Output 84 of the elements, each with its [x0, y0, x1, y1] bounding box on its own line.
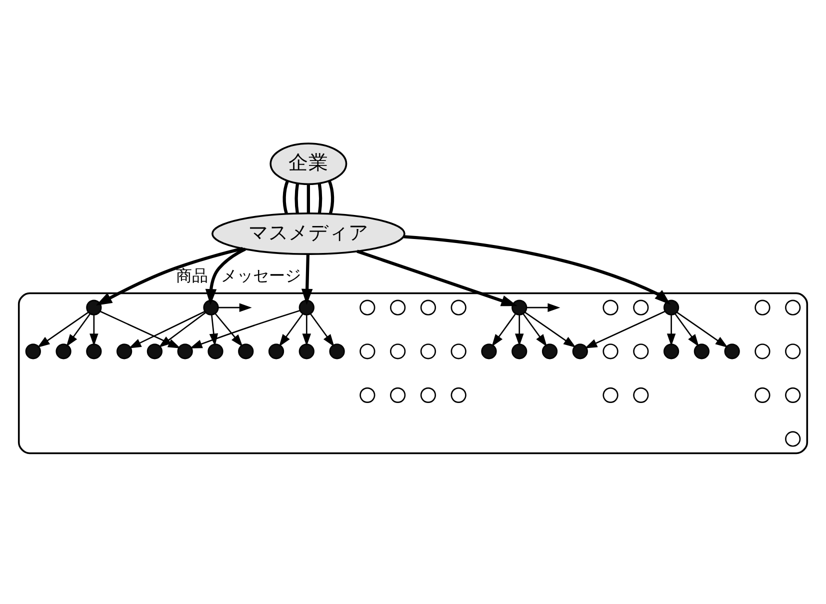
- node-circle: [390, 387, 406, 403]
- node-circle: [754, 300, 770, 316]
- node-circle: [86, 300, 102, 316]
- node-ellipse: マスメディア: [211, 212, 406, 255]
- connector: [294, 183, 300, 214]
- arrow: [356, 250, 518, 306]
- node-circle: [390, 300, 406, 316]
- arrow: [584, 310, 666, 348]
- node-circle: [754, 387, 770, 403]
- node-circle: [481, 344, 497, 360]
- node-circle: [298, 344, 314, 360]
- node-circle: [420, 387, 436, 403]
- node-circle: [360, 387, 376, 403]
- edge-label: メッセージ: [221, 266, 302, 286]
- arrow: [301, 254, 313, 305]
- arrow: [209, 314, 218, 346]
- arrow: [66, 314, 90, 347]
- node-circle: [268, 344, 284, 360]
- node-circle: [329, 344, 345, 360]
- connector: [282, 180, 290, 214]
- arrow: [100, 310, 181, 348]
- connector: [328, 180, 334, 214]
- node-circle: [238, 344, 254, 360]
- node-circle: [420, 300, 436, 316]
- node-circle: [602, 300, 618, 316]
- node-ellipse: 企業: [270, 142, 348, 186]
- connector: [318, 183, 322, 214]
- arrow: [90, 315, 98, 346]
- arrow: [214, 313, 243, 347]
- node-circle: [724, 344, 740, 360]
- node-circle: [785, 300, 801, 316]
- arrow: [96, 247, 244, 306]
- node-circle: [86, 344, 102, 360]
- node-circle: [208, 344, 224, 360]
- arrow: [310, 314, 334, 347]
- arrow: [158, 312, 206, 348]
- arrow: [278, 314, 304, 347]
- arrow: [302, 315, 312, 346]
- node-circle: [360, 300, 376, 316]
- node-circle: [785, 344, 801, 360]
- node-circle: [572, 344, 588, 360]
- arrow: [205, 248, 246, 306]
- node-circle: [512, 300, 528, 316]
- node-circle: [116, 344, 132, 360]
- node-circle: [450, 387, 466, 403]
- node-circle: [203, 300, 219, 316]
- node-circle: [633, 344, 649, 360]
- connector: [306, 184, 310, 214]
- arrow: [37, 312, 89, 348]
- node-circle: [633, 387, 649, 403]
- arrow: [522, 314, 548, 347]
- arrow: [190, 310, 300, 348]
- node-circle: [602, 387, 618, 403]
- arrow: [666, 315, 676, 346]
- arrow: [128, 310, 206, 348]
- node-circle: [602, 344, 618, 360]
- node-circle: [360, 344, 376, 360]
- node-circle: [25, 344, 41, 360]
- arrow: [524, 312, 576, 348]
- node-circle: [663, 300, 680, 316]
- arrow: [218, 303, 252, 312]
- node-circle: [663, 344, 680, 360]
- node-circle: [785, 431, 801, 447]
- node-circle: [450, 344, 466, 360]
- arrow: [492, 314, 516, 347]
- node-circle: [146, 344, 163, 360]
- arrow: [526, 303, 560, 312]
- arrow: [404, 235, 671, 305]
- node-circle: [785, 387, 801, 403]
- arrow: [674, 314, 699, 347]
- node-circle: [694, 344, 710, 360]
- node-circle: [298, 300, 314, 316]
- node-circle: [512, 344, 528, 360]
- node-circle: [56, 344, 72, 360]
- node-circle: [420, 344, 436, 360]
- arrow: [514, 315, 524, 346]
- node-circle: [542, 344, 558, 360]
- node-circle: [450, 300, 466, 316]
- node-circle: [177, 344, 193, 360]
- node-circle: [390, 344, 406, 360]
- node-circle: [633, 300, 649, 316]
- edge-label: 商品: [176, 266, 208, 286]
- arrow: [676, 312, 728, 348]
- node-circle: [754, 344, 770, 360]
